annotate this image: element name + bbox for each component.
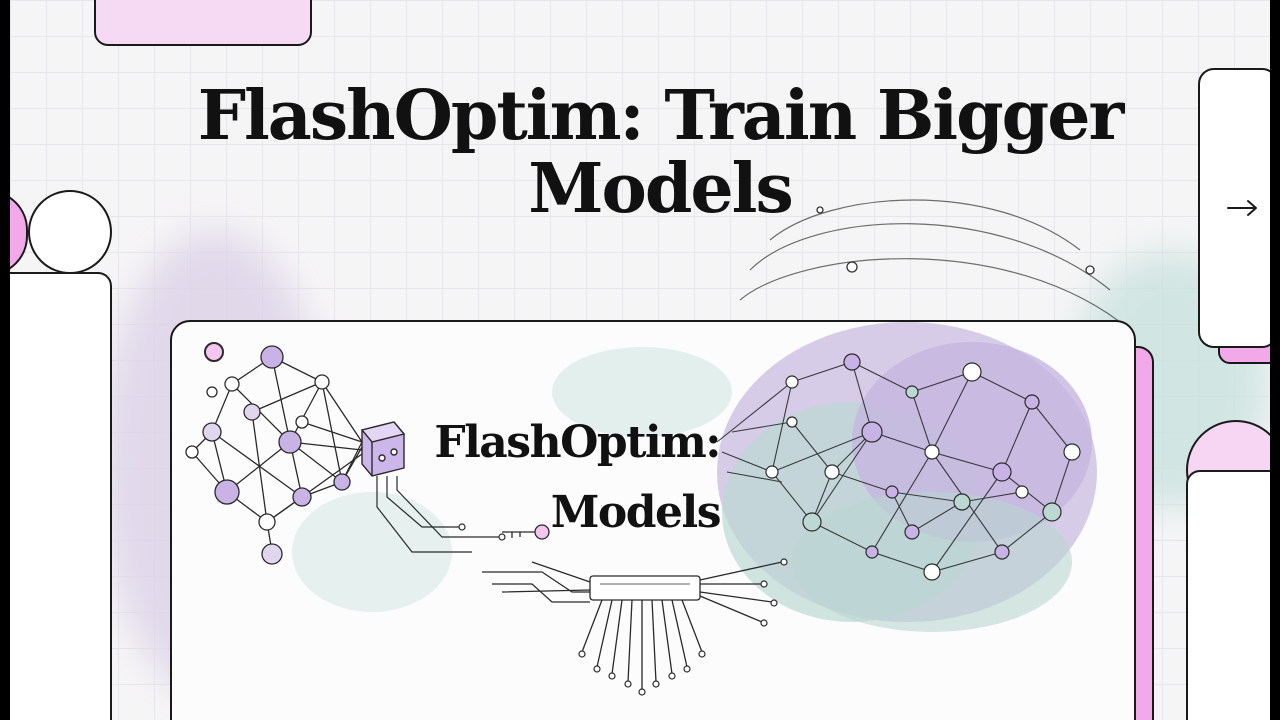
cloud-network-nodes [765, 353, 1081, 581]
next-slide-button[interactable] [1198, 68, 1270, 348]
circuit-traces [376, 476, 592, 603]
slide-title: FlashOptim: Train Bigger Models [197, 76, 1125, 230]
network-illustration [185, 322, 1097, 696]
card-pink-dot [204, 342, 224, 362]
illustration-title: FlashOptim: Models [400, 408, 722, 549]
left-network-nodes [185, 345, 351, 565]
top-decor-tab [94, 0, 312, 46]
swirl-lines [739, 199, 1131, 331]
circuit-bus [501, 561, 783, 690]
right-lower-card [1186, 470, 1270, 720]
key-icon [502, 524, 550, 540]
illustration-card: FlashOptim: Models [170, 320, 1136, 720]
left-decor-card [10, 272, 112, 720]
illustration-title-line1: FlashOptim: [434, 417, 721, 468]
cube-chip [360, 421, 406, 477]
arrow-right-icon [1227, 200, 1257, 216]
circuit-pin-ends [458, 523, 788, 696]
slide-frame: FlashOptim: Train Bigger Models [10, 0, 1270, 720]
illustration-title-line2: Models [550, 487, 722, 539]
